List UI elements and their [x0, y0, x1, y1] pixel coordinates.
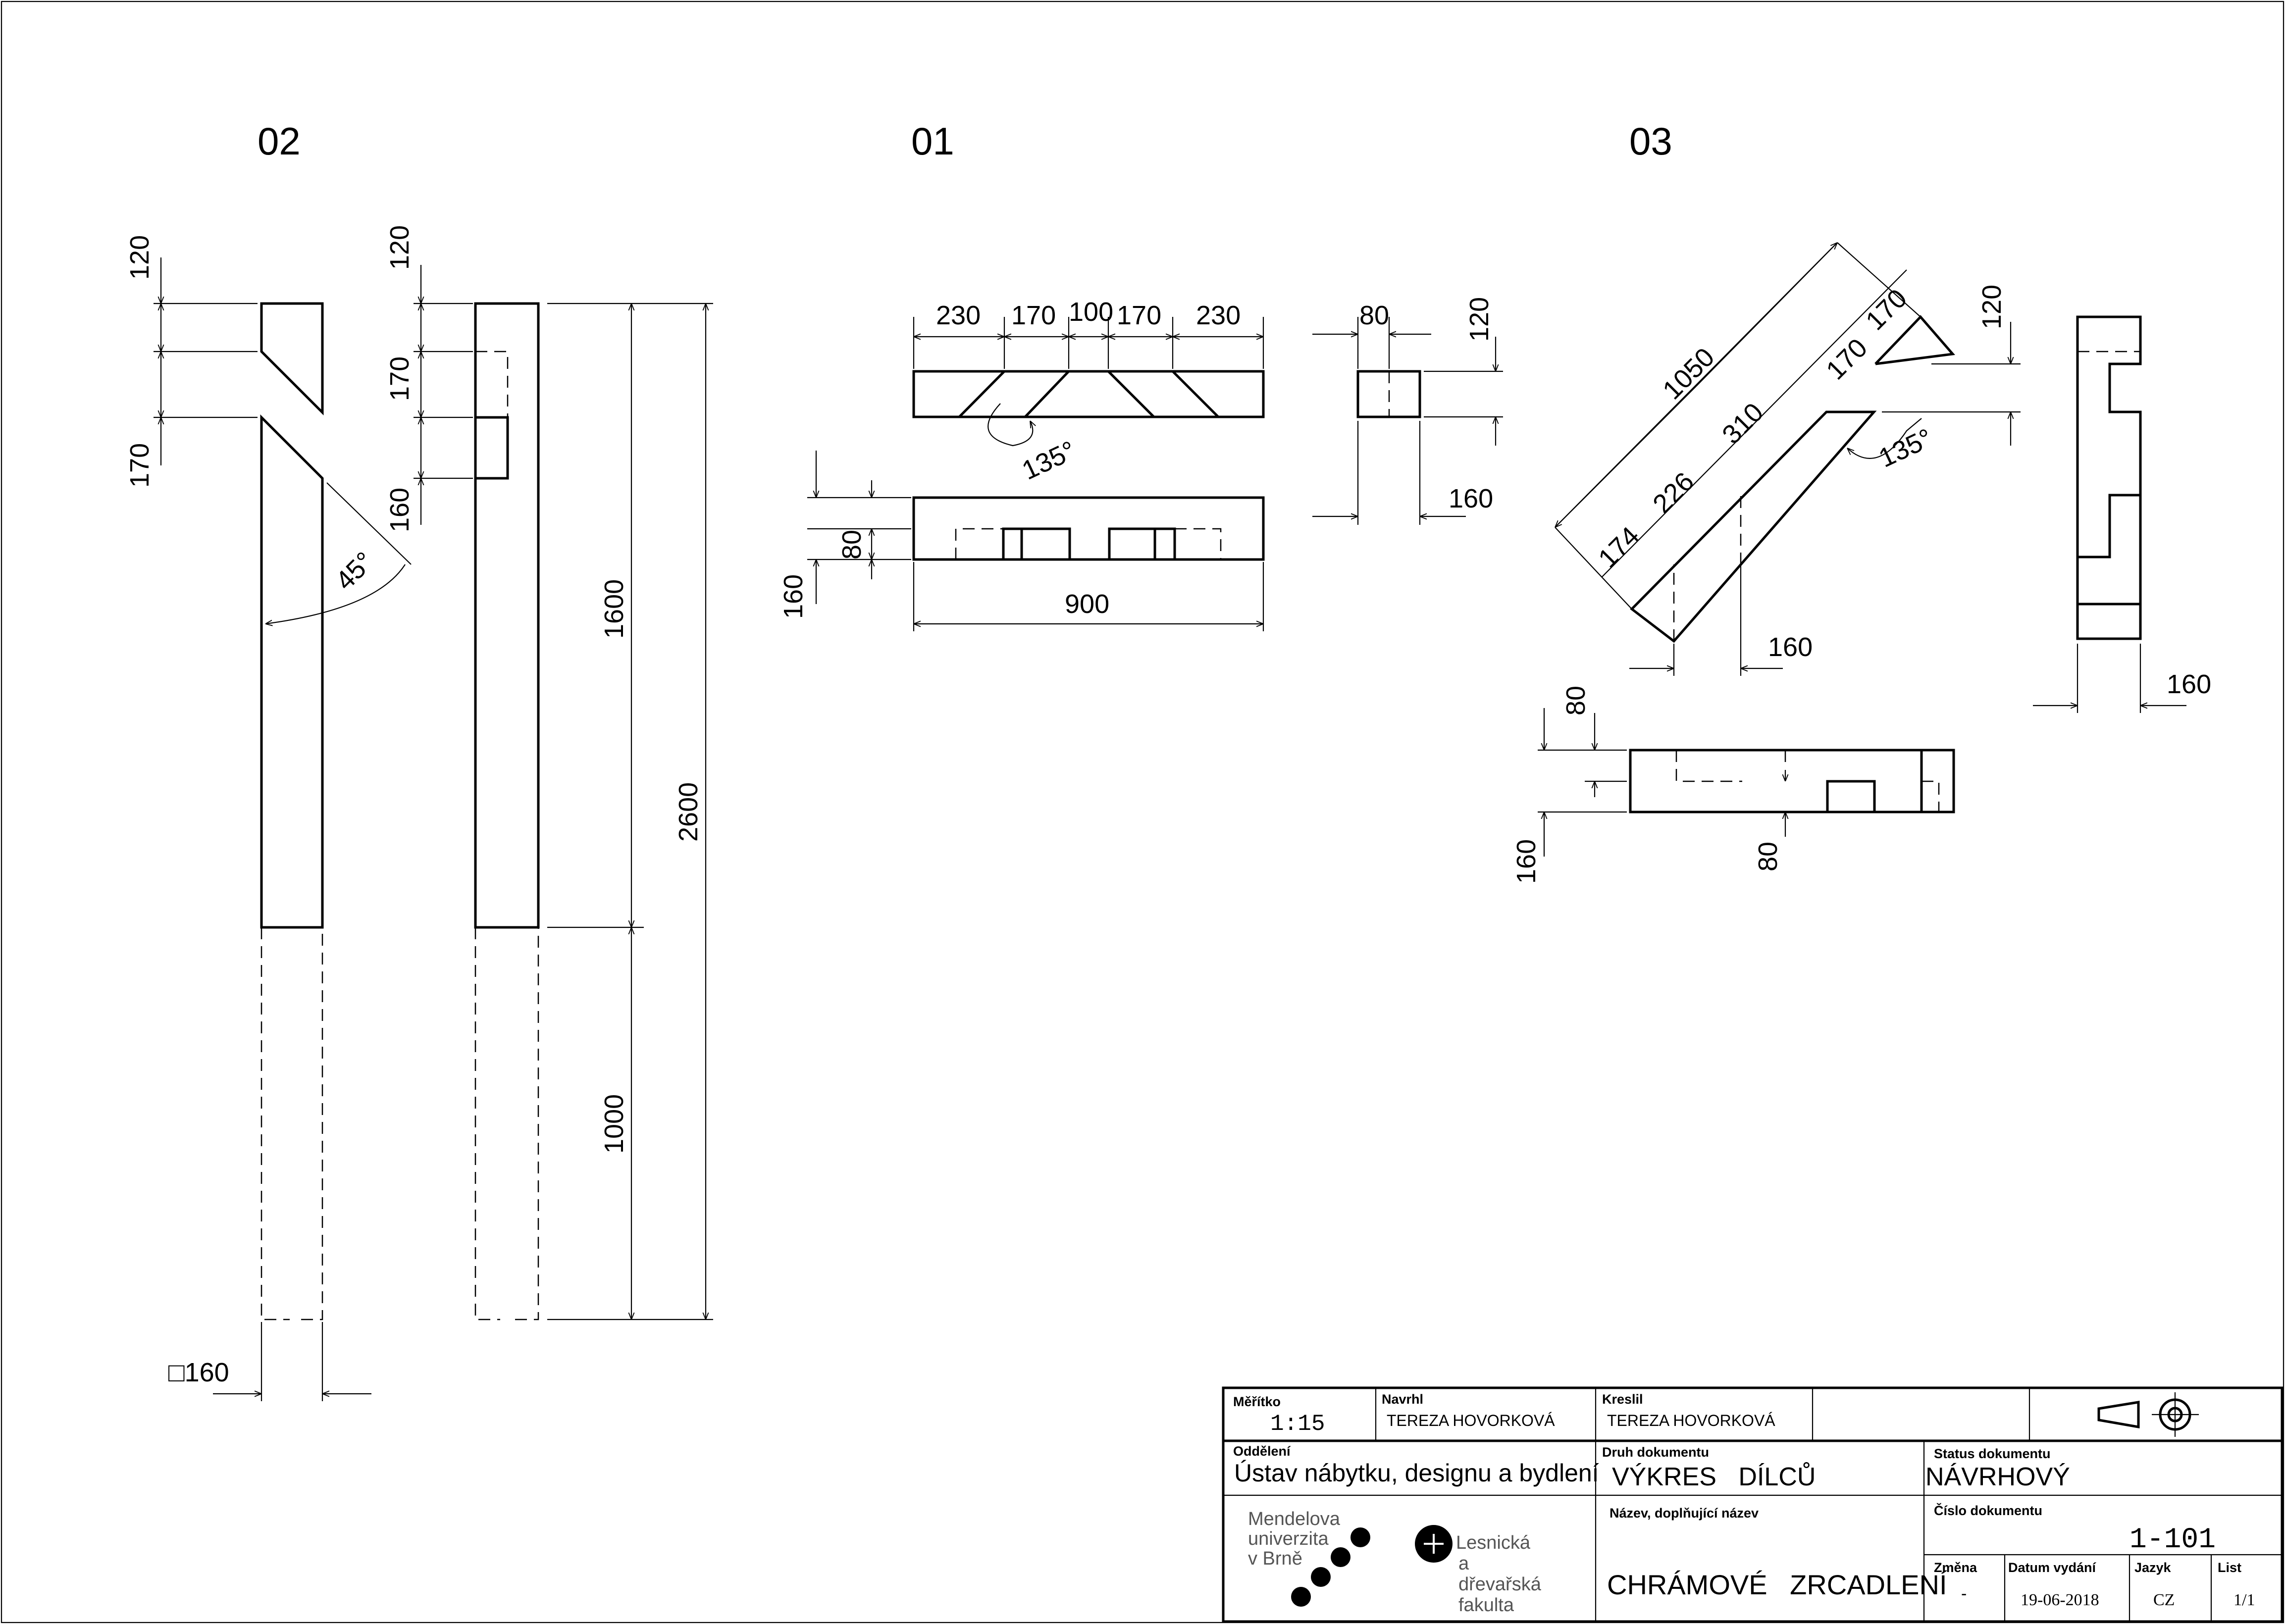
dim-01-160: 160 — [779, 574, 808, 619]
faculty-logo: Lesnická a dřevařská fakulta — [1415, 1525, 1542, 1616]
faculty-line3: dřevařská — [1458, 1574, 1542, 1595]
dim-03-174: 174 — [1593, 521, 1645, 573]
sheet-value: 1/1 — [2233, 1591, 2255, 1609]
dim-01-100: 100 — [1069, 297, 1113, 327]
dim-01-80-top: 80 — [1359, 301, 1389, 330]
drawn-label: Kreslil — [1602, 1392, 1643, 1407]
dim-03-170a: 170 — [1820, 333, 1873, 385]
scale-value: 1:15 — [1270, 1411, 1325, 1437]
sheet-label: List — [2218, 1560, 2241, 1575]
doc-number-value: 1-101 — [2129, 1524, 2216, 1556]
part-03-tip — [1874, 315, 1955, 365]
dim-03-1050: 1050 — [1657, 342, 1720, 405]
dim-01-230b: 230 — [1196, 301, 1241, 330]
part-01: 135° 230 170 100 170 230 80 160 — [779, 297, 1503, 631]
dim-03-120: 120 — [1977, 285, 2007, 329]
dim-03-170b: 170 — [1860, 283, 1913, 336]
status-value: NÁVRHOVÝ — [1925, 1463, 2070, 1491]
projection-symbol-icon — [2097, 1392, 2199, 1437]
dim-02-1600: 1600 — [599, 579, 629, 639]
department-value: Ústav nábytku, designu a bydlení — [1234, 1459, 1599, 1487]
part-03: 135° 1050 170 170 310 226 174 120 160 16… — [1511, 243, 2211, 884]
faculty-line1: Lesnická — [1456, 1532, 1531, 1553]
scale-label: Měřítko — [1233, 1394, 1281, 1409]
dim-02-square: □160 — [168, 1358, 229, 1387]
view-label-03: 03 — [1629, 119, 1672, 163]
dim-03-226: 226 — [1647, 466, 1700, 519]
dim-02-160: 160 — [385, 488, 415, 532]
change-value: - — [1961, 1584, 1967, 1603]
part-02-front-hidden — [260, 927, 323, 1320]
dim-02-2600: 2600 — [674, 782, 703, 842]
dim-03-80b: 80 — [1753, 842, 1783, 871]
university-logo: Mendelova univerzita v Brně — [1248, 1509, 1370, 1607]
dim-02-170a: 170 — [125, 443, 155, 488]
dim-02-1000: 1000 — [599, 1094, 629, 1154]
dim-03-160c: 160 — [1511, 839, 1541, 884]
doc-type-label: Druh dokumentu — [1602, 1445, 1709, 1460]
dim-01-angle: 135° — [1018, 435, 1081, 486]
part-02-front-upper — [260, 302, 324, 416]
faculty-line2: a — [1458, 1553, 1469, 1574]
department-label: Oddělení — [1233, 1444, 1291, 1459]
part-02-side-hidden-top — [475, 351, 509, 417]
lang-value: CZ — [2153, 1591, 2175, 1609]
drawn-value: TEREZA HOVORKOVÁ — [1607, 1412, 1775, 1429]
dim-01-900: 900 — [1065, 589, 1109, 619]
doc-number-label: Číslo dokumentu — [1934, 1503, 2042, 1518]
status-label: Status dokumentu — [1934, 1446, 2051, 1461]
part-02-side-hidden — [474, 927, 539, 1320]
lang-label: Jazyk — [2134, 1560, 2172, 1575]
dim-01-160-side: 160 — [1449, 484, 1493, 513]
faculty-line4: fakulta — [1458, 1595, 1514, 1616]
title-block: Měřítko 1:15 Navrhl TEREZA HOVORKOVÁ Kre… — [1222, 1386, 2284, 1623]
dim-01-230a: 230 — [936, 301, 981, 330]
dim-01-170b: 170 — [1117, 301, 1161, 330]
dim-02-170b: 170 — [385, 356, 415, 401]
date-label: Datum vydání — [2008, 1560, 2097, 1575]
part-03-side-outline — [2076, 315, 2142, 640]
view-label-01: 01 — [911, 119, 954, 163]
designer-value: TEREZA HOVORKOVÁ — [1387, 1412, 1555, 1429]
dim-01-80: 80 — [837, 530, 867, 559]
part-03-main — [1630, 410, 1877, 643]
part-02-side-outline — [474, 302, 540, 929]
university-line3: v Brně — [1248, 1548, 1302, 1569]
change-label: Změna — [1934, 1560, 1977, 1575]
name-label: Název, doplňující název — [1610, 1506, 1759, 1521]
dim-03-160a: 160 — [1768, 632, 1813, 662]
dim-02-120b: 120 — [385, 225, 415, 270]
dim-03-angle: 135° — [1874, 423, 1937, 473]
dim-02-120a: 120 — [125, 235, 155, 280]
dim-03-160b: 160 — [2167, 669, 2211, 699]
designer-label: Navrhl — [1382, 1392, 1423, 1407]
part-02: 120 170 45° 120 170 160 1600 1000 2600 — [125, 225, 713, 1401]
dim-03-310: 310 — [1716, 397, 1769, 450]
part-02-front-lower — [260, 414, 324, 929]
date-value: 19-06-2018 — [2021, 1591, 2099, 1609]
dim-02-angle: 45° — [330, 546, 379, 596]
part-02-side-notch — [475, 416, 509, 480]
dim-03-80a: 80 — [1561, 686, 1591, 715]
part-03-bottom-outline — [1629, 749, 1955, 813]
dim-01-120: 120 — [1464, 297, 1494, 342]
doc-type-value: VÝKRES DÍLCŮ — [1612, 1462, 1816, 1491]
university-line1: Mendelova — [1248, 1509, 1341, 1529]
part-01-front-outline — [912, 496, 1265, 561]
name-value: CHRÁMOVÉ ZRCADLENÍ — [1607, 1569, 1947, 1600]
view-label-02: 02 — [258, 119, 301, 163]
dim-01-170a: 170 — [1011, 301, 1056, 330]
university-line2: univerzita — [1248, 1528, 1329, 1549]
